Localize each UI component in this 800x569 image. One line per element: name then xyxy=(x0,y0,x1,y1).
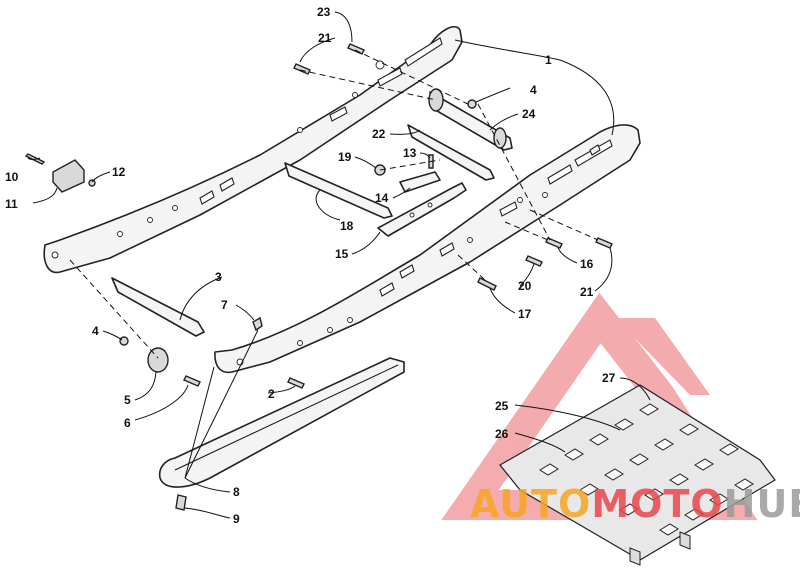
callout-labels: 23 21 1 4 24 22 19 13 14 10 12 11 18 15 … xyxy=(5,5,616,526)
rear-cross-shaft xyxy=(407,124,495,181)
right-side-rail xyxy=(214,124,641,374)
screw-9 xyxy=(175,494,187,511)
nut-4-left xyxy=(119,336,129,346)
bolt-21-bottom xyxy=(595,237,613,249)
nut-12 xyxy=(88,179,96,187)
leader-lines xyxy=(27,11,651,519)
middle-cross-shaft xyxy=(284,162,393,219)
callout-16: 16 xyxy=(580,257,594,271)
callout-17: 17 xyxy=(518,307,532,321)
callout-10: 10 xyxy=(5,170,19,184)
callout-1: 1 xyxy=(545,53,552,67)
callout-13: 13 xyxy=(403,146,417,160)
callout-15: 15 xyxy=(335,247,349,261)
idler-axle-assembly xyxy=(428,88,513,151)
callout-24: 24 xyxy=(522,107,536,121)
callout-2: 2 xyxy=(268,387,275,401)
callout-8: 8 xyxy=(233,485,240,499)
callout-20: 20 xyxy=(518,279,532,293)
callout-5: 5 xyxy=(124,393,131,407)
track-section xyxy=(499,384,776,566)
front-cross-shaft xyxy=(111,277,205,337)
watermark-hub: HUB xyxy=(724,482,800,526)
callout-25: 25 xyxy=(495,399,509,413)
center-bracket xyxy=(377,171,467,237)
watermark-auto: AUTO xyxy=(470,482,591,526)
callout-4-top: 4 xyxy=(530,83,537,97)
callout-6: 6 xyxy=(124,416,131,430)
callout-11: 11 xyxy=(5,197,18,211)
bushing-5 xyxy=(147,347,169,373)
callout-18: 18 xyxy=(340,219,354,233)
bolt-17 xyxy=(477,277,497,291)
callout-19: 19 xyxy=(338,150,352,164)
callout-3: 3 xyxy=(215,270,222,284)
callout-14: 14 xyxy=(375,191,389,205)
bolt-2 xyxy=(287,377,305,389)
bolt-16 xyxy=(545,237,563,249)
callout-21-bottom: 21 xyxy=(580,285,594,299)
callout-21-top: 21 xyxy=(318,31,332,45)
callout-4-left: 4 xyxy=(92,324,99,338)
dashed-guides xyxy=(69,49,599,359)
bolt-20 xyxy=(525,255,543,267)
bolt-6 xyxy=(183,375,201,387)
left-side-rail xyxy=(43,26,463,274)
nut-4-top xyxy=(467,99,477,109)
callout-26: 26 xyxy=(495,427,509,441)
watermark-moto: MOTO xyxy=(591,482,723,526)
callout-22: 22 xyxy=(372,127,386,141)
callout-12: 12 xyxy=(112,165,126,179)
bumper-block-11 xyxy=(52,159,85,193)
callout-23: 23 xyxy=(317,5,331,19)
callout-7: 7 xyxy=(221,298,228,312)
wear-strip xyxy=(158,357,405,488)
callout-27: 27 xyxy=(602,371,616,385)
svg-text:AUTOMOTOHUB: AUTOMOTOHUB xyxy=(470,482,800,526)
watermark-text: AUTOMOTOHUB xyxy=(470,482,800,526)
bolt-21-top xyxy=(293,63,311,75)
cap-7 xyxy=(252,316,263,332)
bolt-23 xyxy=(347,43,365,55)
callout-9: 9 xyxy=(233,512,240,526)
